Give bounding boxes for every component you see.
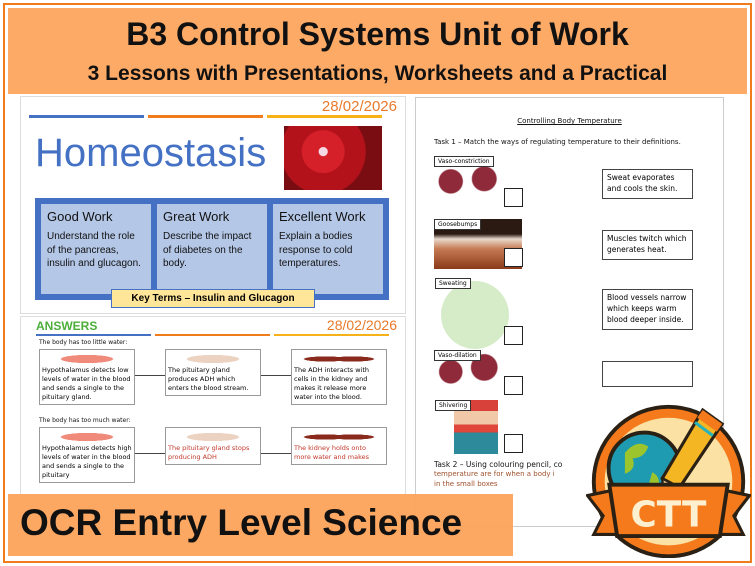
top-banner [8,8,747,94]
objective-title: Excellent Work [279,209,366,224]
outer-frame [3,3,752,563]
definition-box [602,361,693,387]
skull-icon [168,352,258,366]
match-checkbox[interactable] [504,434,523,453]
answers-heading: ANSWERS [36,319,98,333]
blood-cells-image [284,126,382,190]
step-card: The pituitary gland produces ADH which e… [165,349,261,397]
step-card: The kidney holds onto more water and mak… [291,427,387,466]
worksheet-title: Controlling Body Temperature [517,117,622,125]
term-label: Vaso-dilation [434,350,481,361]
rule-blue [29,115,144,118]
task2-instructions: temperature are for when a body i [434,470,555,478]
banner-title: B3 Control Systems Unit of Work [126,16,629,52]
rule-blue [36,334,151,336]
bottom-banner [8,494,513,556]
objective-text: Understand the role of the pancreas, ins… [47,231,141,269]
kidney-icon [294,352,384,366]
task2-instructions: in the small boxes [434,480,498,488]
arrow [135,453,165,454]
step-card: The pituitary gland stops producing ADH [165,427,261,466]
slide-date: 28/02/2026 [321,98,397,115]
objective-text: Describe the impact of diabetes on the b… [163,231,252,269]
worksheet-page: Controlling Body Temperature Task 1 – Ma… [415,97,724,527]
term-label: Shivering [435,400,472,411]
definition-box: Muscles twitch which generates heat. [602,230,693,260]
rule-orange [155,334,270,336]
connector [135,375,165,376]
skull-icon [168,430,258,444]
rule-yellow [267,115,382,118]
term-label: Sweating [435,278,471,289]
arrow [261,453,291,454]
rule-yellow [274,334,389,336]
objective-title: Great Work [163,209,230,224]
row-label: The body has too little water: [39,339,128,346]
ctt-logo: CTT [586,404,751,558]
logo-text: CTT [631,495,708,536]
key-terms: Key Terms – Insulin and Glucagon [111,289,315,308]
task2-instructions: Task 2 – Using colouring pencil, co [434,460,563,469]
brain-icon [42,430,132,444]
step-card: Hypothalamus detects low levels of water… [39,349,135,406]
slide-title: Homeostasis [35,131,267,175]
definition-box: Blood vessels narrow which keeps warm bl… [602,289,693,330]
rule-orange [148,115,263,118]
slide-date: 28/02/2026 [326,317,397,333]
kidney-icon [294,430,384,444]
step-card: The ADH interacts with cells in the kidn… [291,349,387,406]
match-checkbox[interactable] [504,188,523,207]
match-checkbox[interactable] [504,248,523,267]
course-label: OCR Entry Level Science [20,502,463,543]
term-label: Vaso-constriction [434,156,494,167]
term-label: Goosebumps [434,219,482,230]
banner-subtitle: 3 Lessons with Presentations, Worksheets… [87,62,668,85]
definition-box: Sweat evaporates and cools the skin. [602,169,693,199]
sweating-image [441,281,509,349]
brain-icon [42,352,132,366]
match-checkbox[interactable] [504,326,523,345]
step-card: Hypothalamus detects high levels of wate… [39,427,135,484]
ribbon [586,482,751,538]
objective-title: Good Work [47,209,113,224]
objective-text: Explain a bodies response to cold temper… [279,231,353,269]
row-label: The body has too much water: [39,417,131,424]
match-checkbox[interactable] [504,376,523,395]
task1-instructions: Task 1 – Match the ways of regulating te… [434,138,681,146]
connector [261,375,291,376]
